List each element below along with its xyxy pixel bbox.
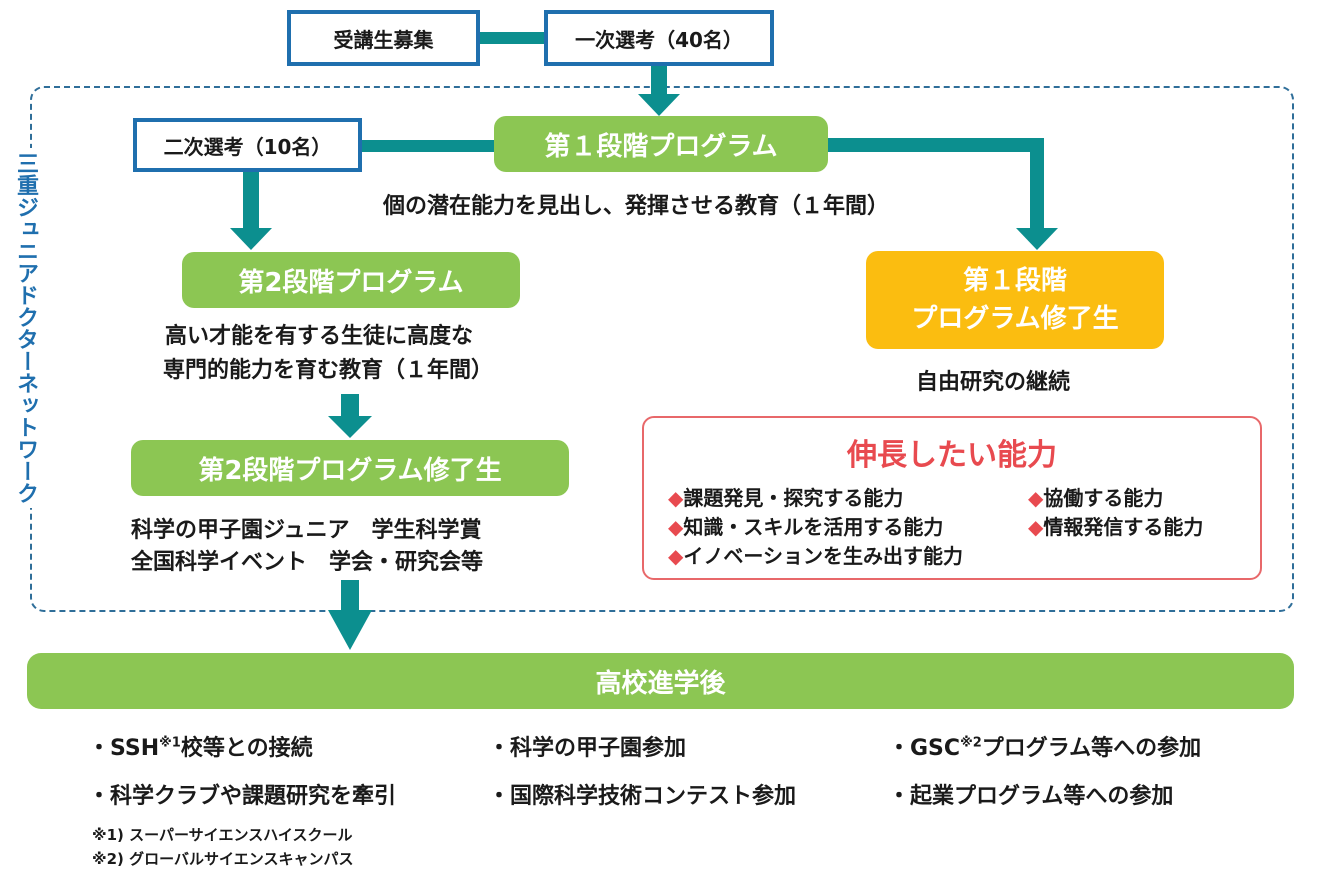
abilities-title: 伸長したい能力 — [847, 438, 1057, 473]
connector-selection2-down — [243, 172, 259, 230]
ability-item: ◆課題発見・探究する能力 — [668, 486, 904, 510]
arrow-to-highschool — [328, 610, 372, 650]
hs-item: ・科学の甲子園参加 — [488, 736, 687, 761]
first-selection-box: 一次選考（40名） — [544, 10, 774, 66]
ability-item: ◆情報発信する能力 — [1028, 515, 1204, 539]
connector-stage1-right — [826, 138, 1044, 152]
abilities-panel — [642, 416, 1262, 580]
diamond-icon: ◆ — [668, 544, 684, 568]
connector-stage2-grad — [341, 394, 359, 418]
connector-selection2-stage1 — [360, 140, 496, 152]
footnote-2: ※2) グローバルサイエンスキャンパス — [92, 850, 354, 868]
stage2-grad-line2: 全国科学イベント 学会・研究会等 — [131, 550, 484, 575]
stage2-description-line2: 専門的能力を育む教育（１年間） — [163, 358, 494, 383]
diamond-icon: ◆ — [668, 515, 684, 539]
stage1-graduates: 第１段階 プログラム修了生 — [866, 251, 1164, 349]
stage1-grad-line1: 第１段階 — [962, 266, 1067, 296]
diamond-icon: ◆ — [668, 486, 684, 510]
high-school-bar: 高校進学後 — [27, 653, 1294, 709]
hs-item: ・科学クラブや課題研究を牽引 — [88, 784, 397, 809]
hs-item: ・国際科学技術コンテスト参加 — [488, 784, 797, 809]
connector-grad-highschool — [341, 580, 359, 612]
hs-item: ・起業プログラム等への参加 — [888, 784, 1174, 809]
connector-right-down — [1030, 138, 1044, 230]
network-label: 三重ジュニアドクターネットワーク — [8, 148, 42, 508]
arrow-to-stage2 — [230, 228, 272, 250]
footnote-1: ※1) スーパーサイエンスハイスクール — [92, 826, 353, 844]
diamond-icon: ◆ — [1028, 515, 1044, 539]
arrow-to-stage1-grad — [1016, 228, 1058, 250]
stage1-grad-line2: プログラム修了生 — [911, 304, 1119, 334]
hs-item: ・GSC※2プログラム等への参加 — [888, 735, 1202, 761]
ability-item: ◆知識・スキルを活用する能力 — [668, 515, 944, 539]
connector-selection-stage1 — [651, 66, 667, 96]
recruit-box: 受講生募集 — [287, 10, 480, 66]
connector-recruit-selection — [478, 32, 546, 44]
stage1-grad-description: 自由研究の継続 — [916, 370, 1071, 395]
stage2-program: 第2段階プログラム — [182, 252, 520, 308]
stage2-description-line1: 高い才能を有する生徒に高度な — [165, 324, 474, 349]
stage1-program: 第１段階プログラム — [494, 116, 828, 172]
stage1-description: 個の潜在能力を見出し、発揮させる教育（１年間） — [383, 194, 890, 219]
arrow-to-stage1 — [638, 94, 680, 116]
diamond-icon: ◆ — [1028, 486, 1044, 510]
ability-item: ◆協働する能力 — [1028, 486, 1164, 510]
arrow-to-stage2-grad — [328, 416, 372, 438]
hs-item: ・SSH※1校等との接続 — [88, 735, 313, 761]
stage2-graduates: 第2段階プログラム修了生 — [131, 440, 569, 496]
second-selection-box: 二次選考（10名） — [133, 118, 362, 172]
ability-item: ◆イノベーションを生み出す能力 — [668, 544, 963, 568]
stage2-grad-line1: 科学の甲子園ジュニア 学生科学賞 — [131, 518, 482, 543]
